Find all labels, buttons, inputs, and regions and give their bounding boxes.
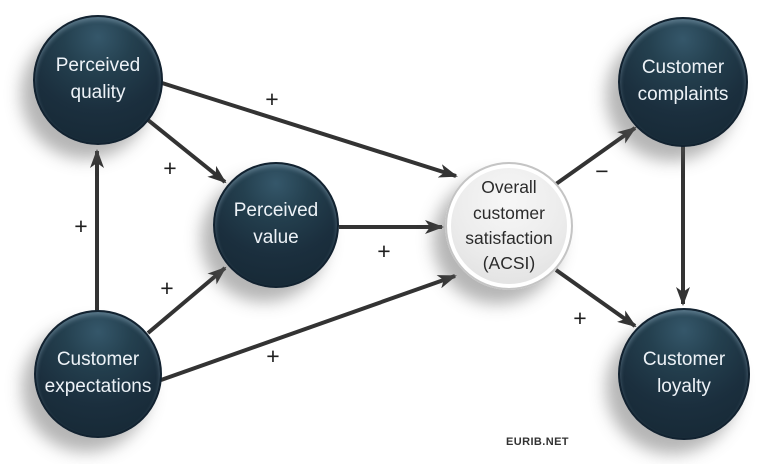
- arrow-satisfaction-to-loyalty: [554, 268, 637, 328]
- node-overall-customer-satisfaction: Overall customer satisfaction (ACSI): [445, 162, 573, 290]
- node-customer-expectations: Customer expectations: [34, 310, 162, 438]
- node-customer-loyalty-label: Customer loyalty: [642, 349, 726, 397]
- node-perceived-quality: Perceived quality: [33, 15, 163, 145]
- node-customer-complaints-label: Customer complaints: [637, 57, 729, 105]
- node-overall-customer-satisfaction-label: Overall customer satisfaction (ACSI): [465, 177, 553, 274]
- arrow-expectations-to-satisfaction: [160, 274, 457, 382]
- edge-sign-satisfaction-complaints: −: [595, 157, 609, 184]
- arrow-satisfaction-to-complaints: [554, 126, 637, 186]
- edge-sign-satisfaction-loyalty: +: [573, 304, 587, 331]
- arrow-quality-to-value: [146, 118, 227, 184]
- node-perceived-value: Perceived value: [213, 162, 339, 288]
- node-customer-complaints: Customer complaints: [618, 17, 748, 147]
- edge-sign-quality-value: +: [163, 154, 177, 181]
- edge-sign-expectations-value: +: [160, 274, 174, 301]
- edge-sign-quality-satisfaction: +: [265, 85, 279, 112]
- arrow-quality-to-satisfaction: [161, 81, 458, 178]
- node-perceived-value-label: Perceived value: [233, 200, 319, 248]
- node-customer-expectations-label: Customer expectations: [44, 349, 152, 397]
- edge-sign-value-satisfaction: +: [377, 237, 391, 264]
- edge-sign-expectations-satisfaction: +: [266, 342, 280, 369]
- edge-sign-expectations-quality: +: [74, 212, 88, 239]
- node-customer-loyalty: Customer loyalty: [618, 308, 750, 440]
- credit-text: EURIB.NET: [506, 436, 569, 448]
- arrow-expectations-to-value: [146, 266, 227, 335]
- node-perceived-quality-label: Perceived quality: [55, 55, 141, 103]
